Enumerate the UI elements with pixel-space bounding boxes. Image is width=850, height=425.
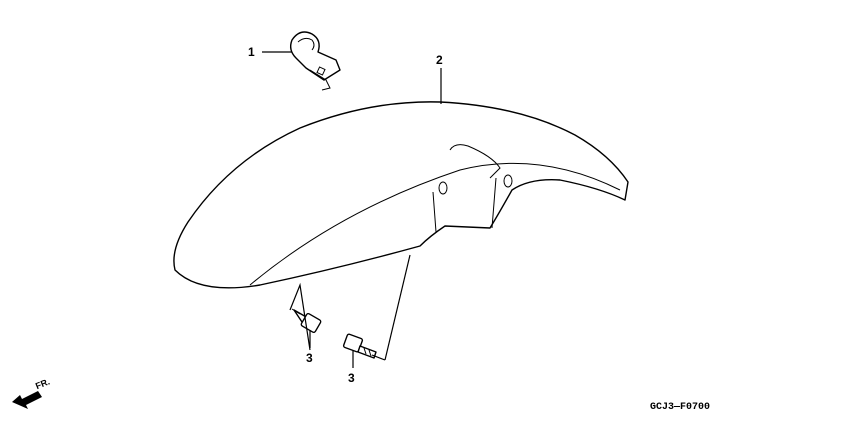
- direction-label: FR.: [34, 377, 51, 392]
- bolt-part-left: [291, 308, 322, 334]
- clip-part: [289, 31, 341, 91]
- leader-line-3a: [289, 282, 311, 351]
- callout-2: 2: [436, 53, 443, 67]
- diagram-code: GCJ3—F0700: [650, 402, 710, 413]
- front-fender-part: [173, 101, 629, 289]
- callout-3-right: 3: [348, 371, 355, 385]
- callout-3-left: 3: [306, 351, 313, 365]
- front-direction-arrow: FR.: [12, 377, 51, 409]
- leader-line-bolt-base: [371, 354, 386, 361]
- callout-1: 1: [248, 45, 255, 59]
- bolt-part-right: [342, 333, 377, 359]
- leader-line-bolt-fender: [384, 254, 411, 361]
